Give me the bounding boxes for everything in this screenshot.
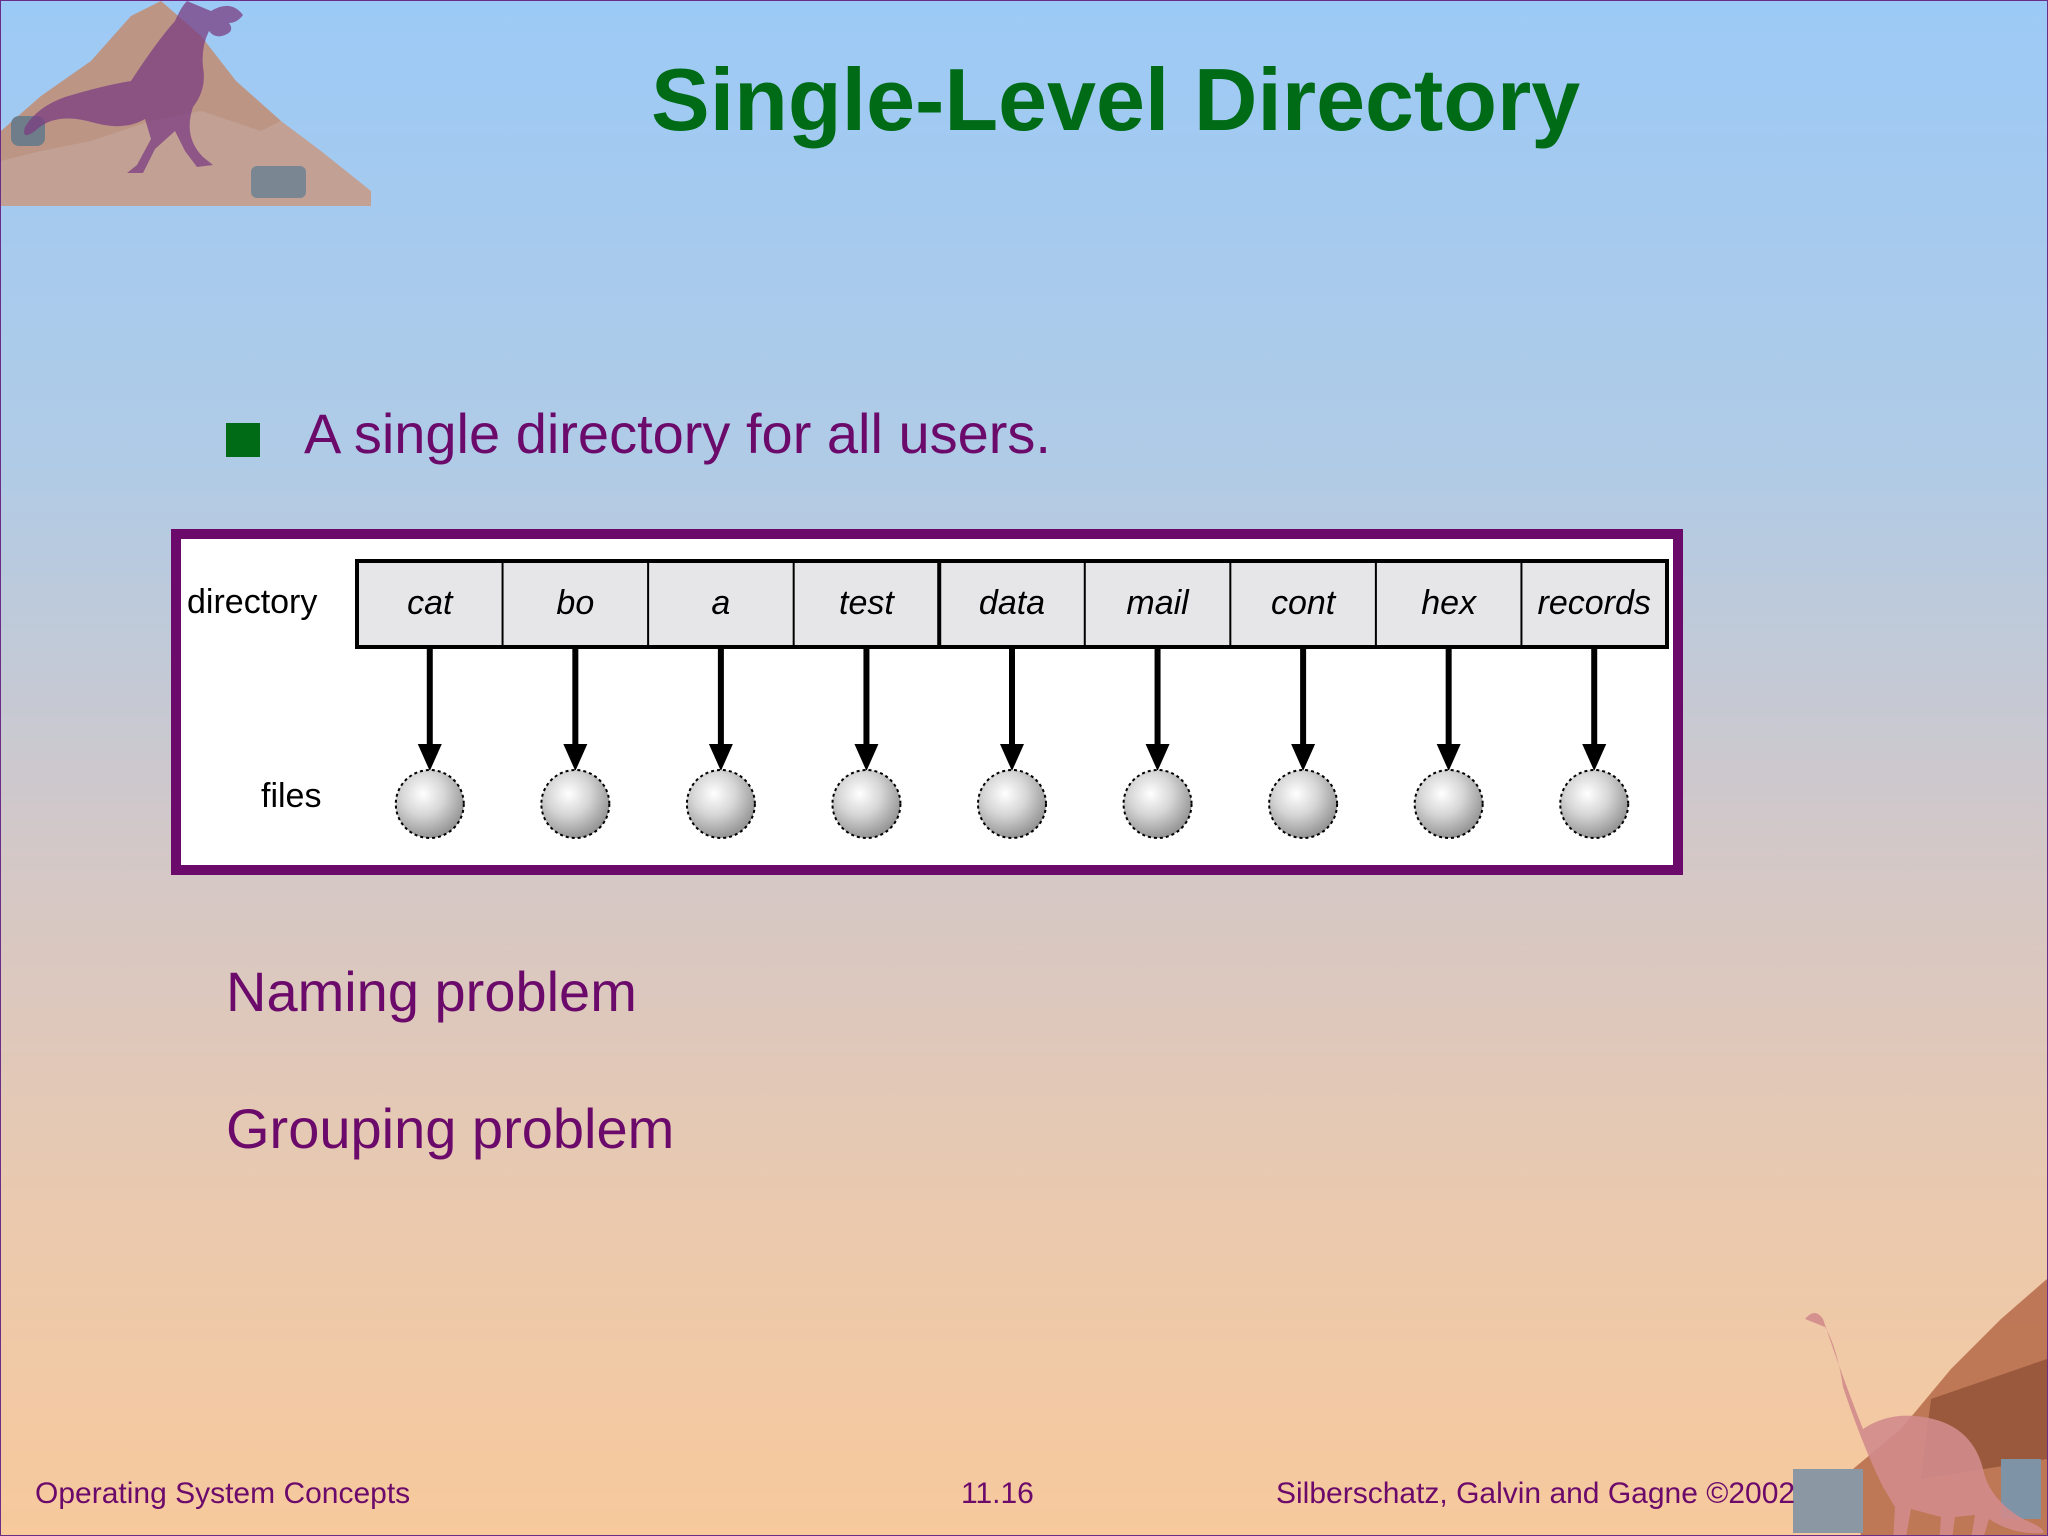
footer-copyright: Silberschatz, Galvin and Gagne ©2002 [1276,1477,1796,1510]
footer-page-number: 11.16 [961,1477,1034,1510]
file-node-icon [977,769,1047,839]
pointer-arrow-head [563,744,588,771]
directory-entry-test: test [839,584,895,622]
pointer-arrow-head [417,744,442,771]
file-node-icon [1268,769,1339,839]
file-node-icon [540,769,611,839]
file-node-icon [1559,769,1630,839]
brontosaurus-icon [1793,1279,2047,1535]
files-label: files [261,777,321,815]
file-node-icon [1413,769,1484,839]
square-bullet-icon [226,423,260,457]
pointer-arrow-head [708,744,733,771]
directory-entry-cont: cont [1271,584,1337,622]
single-level-directory-diagram: directory files cat bo a test data mail cont he… [171,529,1683,875]
directory-entry-bo: bo [556,584,594,622]
pointer-arrow-head [1291,744,1316,771]
naming-problem-text: Naming problem [226,960,637,1023]
file-node-icon [394,769,465,839]
pointer-arrow-head [854,744,879,771]
directory-entry-cat: cat [407,584,454,622]
pointer-arrow-head [1436,744,1461,771]
pointer-arrow-head [1145,744,1170,771]
directory-entry-a: a [711,584,730,622]
directory-table [355,559,1669,649]
footer-book-title: Operating System Concepts [35,1477,411,1510]
trex-icon [1,1,371,206]
directory-entry-data: data [979,584,1045,622]
directory-entry-records: records [1538,584,1651,622]
directory-label: directory [187,583,317,621]
pointer-arrow-head [1582,744,1607,771]
slide-title: Single-Level Directory [651,50,1581,149]
bullet-text: A single directory for all users. [304,402,1051,465]
file-node-icon [1122,769,1193,839]
directory-entry-hex: hex [1421,584,1477,622]
pointer-arrow-head [1000,744,1024,771]
directory-entry-mail: mail [1126,584,1190,622]
file-node-icon [831,769,902,839]
file-node-icon [685,769,756,839]
grouping-problem-text: Grouping problem [226,1097,675,1160]
